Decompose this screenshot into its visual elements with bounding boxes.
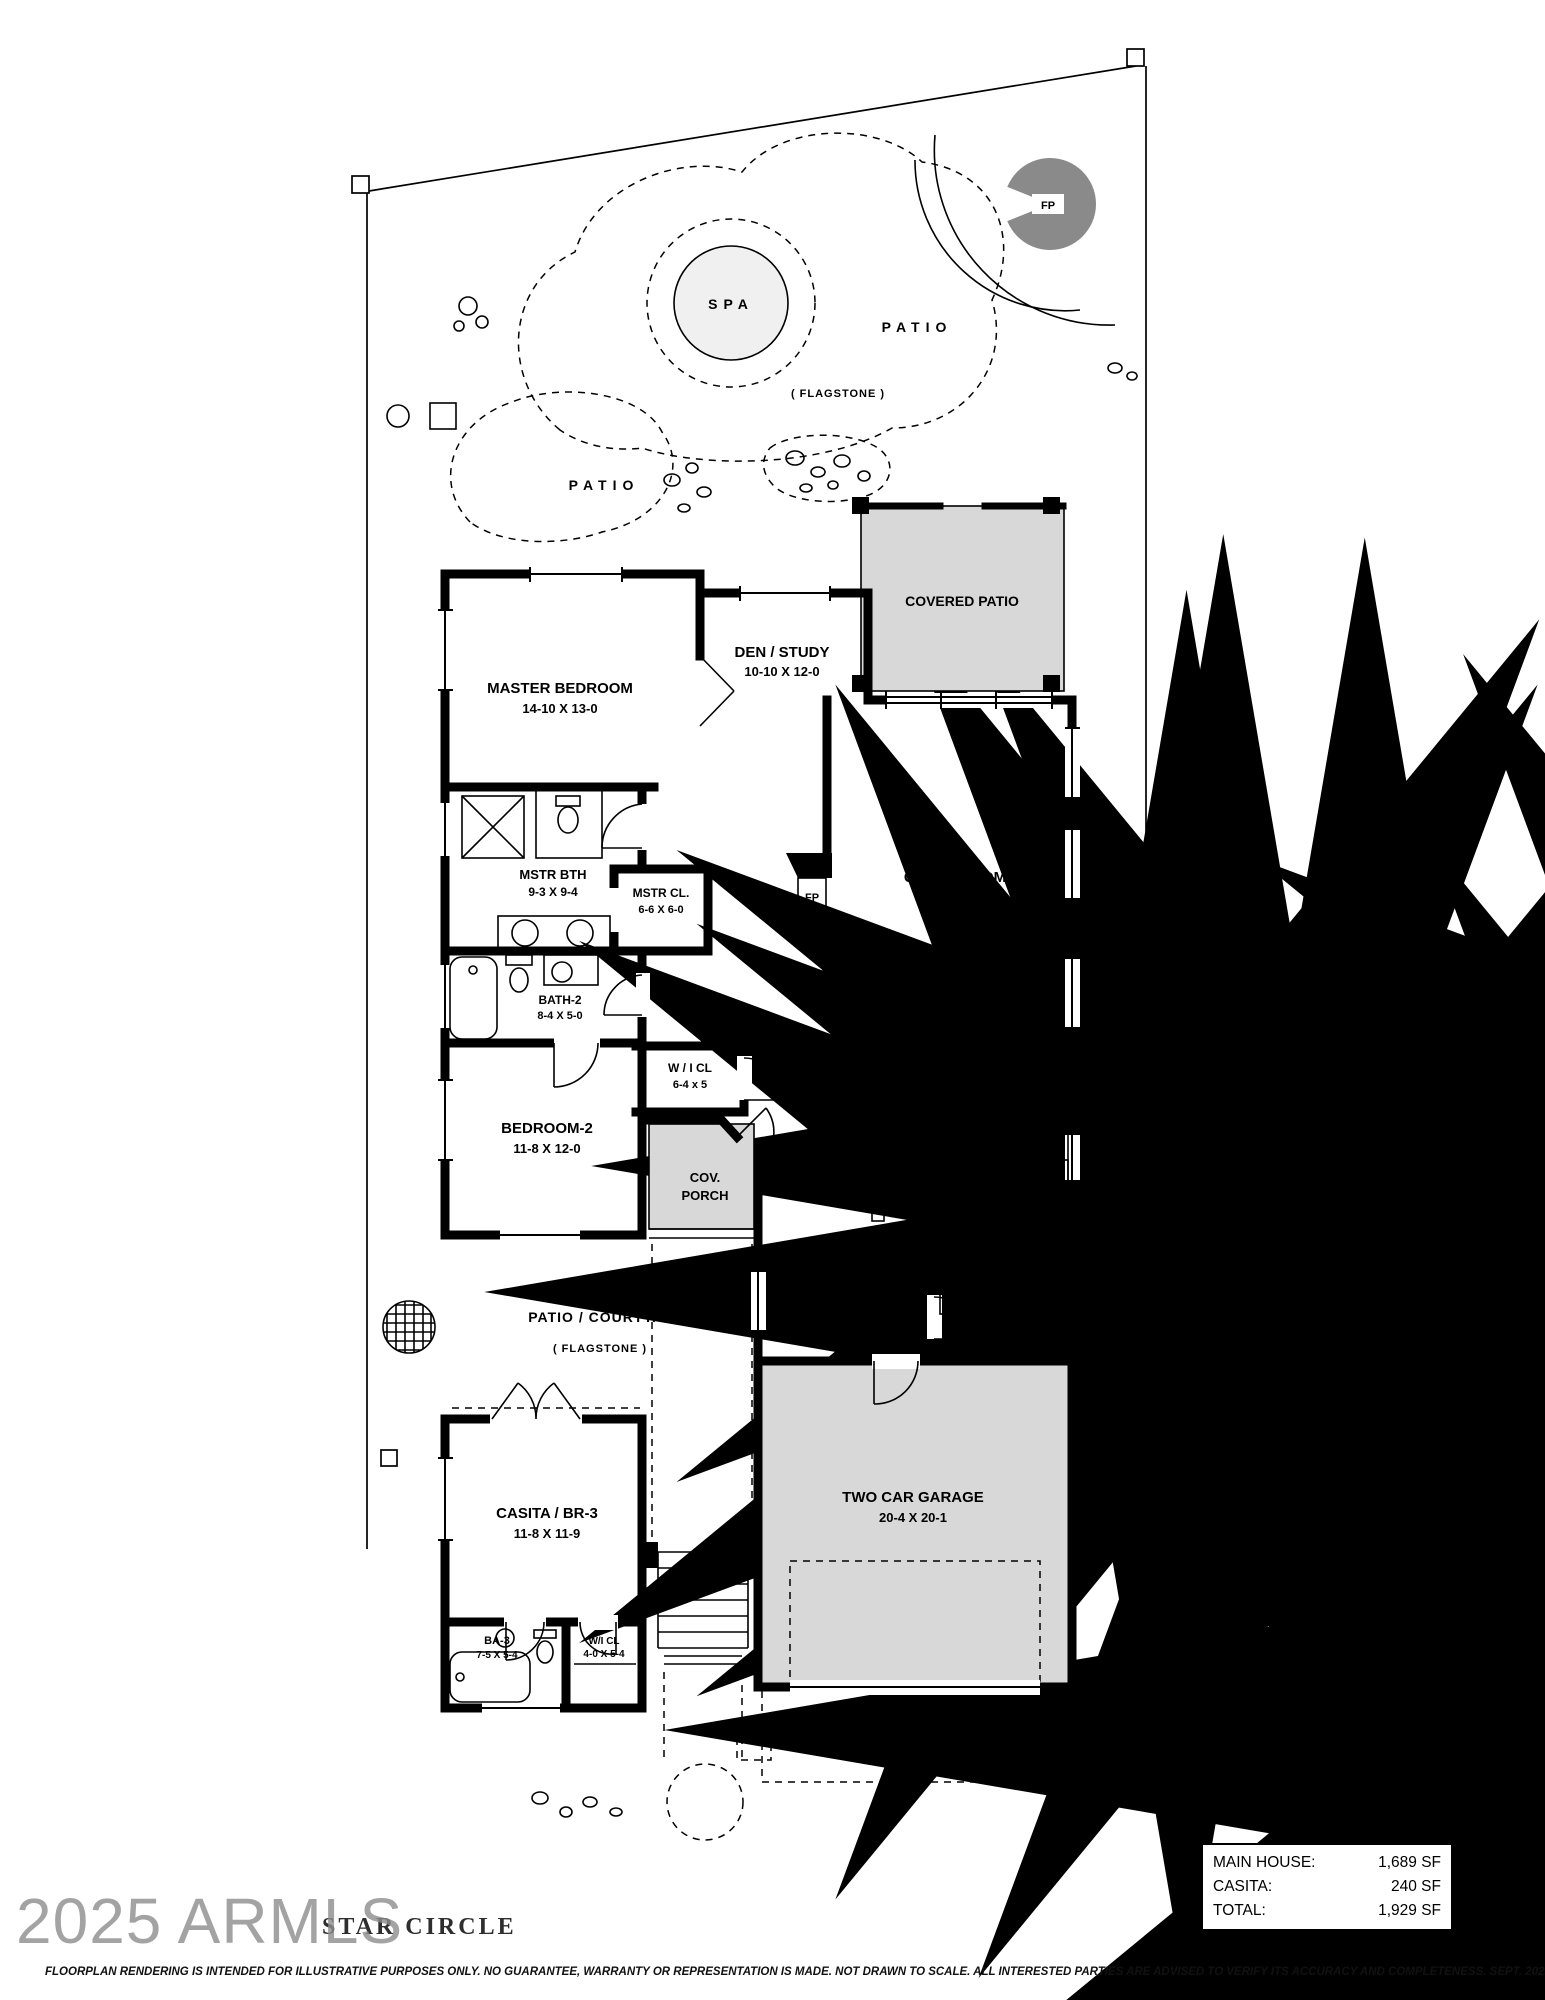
spa <box>646 218 816 388</box>
address-text: STAR CIRCLE <box>322 1914 517 1940</box>
label-bedroom2-dims: 11-8 X 12-0 <box>513 1141 580 1156</box>
fireplace-great-room <box>786 853 832 940</box>
survey-marker-left <box>380 1449 398 1467</box>
label-den-study-dims: 10-10 X 12-0 <box>744 664 819 679</box>
label-wi-cl-3: W/I CL <box>588 1636 619 1647</box>
label-bath2-dims: 8-4 X 5-0 <box>537 1010 582 1022</box>
label-patio-upper-sub: ( FLAGSTONE ) <box>791 388 885 400</box>
label-patio-left: PATIO <box>569 477 640 493</box>
label-garage: TWO CAR GARAGE <box>842 1489 984 1506</box>
label-den-study: DEN / STUDY <box>734 644 829 661</box>
disclaimer-text: FLOORPLAN RENDERING IS INTENDED FOR ILLU… <box>45 1966 1545 1978</box>
label-wi-cl-hall: W / I CL <box>668 1061 712 1075</box>
label-casita: CASITA / BR-3 <box>496 1505 598 1522</box>
covered-patio-floor <box>861 506 1064 691</box>
label-cov-porch-2: PORCH <box>682 1188 729 1203</box>
table-row: TOTAL: 1,929 SF <box>1213 1899 1441 1923</box>
pebbles <box>453 296 1219 1825</box>
label-garage-dims: 20-4 X 20-1 <box>879 1510 947 1525</box>
labels: SPA PATIO ( FLAGSTONE ) PATIO FP COVERED… <box>476 200 1055 1661</box>
sf-label: CASITA: <box>1213 1878 1273 1896</box>
garage-floor <box>762 1365 1068 1683</box>
label-great-room: GREAT ROOM <box>904 869 1006 886</box>
label-ba3: BA-3 <box>484 1635 510 1647</box>
label-wi-cl-hall-dims: 6-4 x 5 <box>673 1079 707 1091</box>
label-water-heater: WH <box>1040 1342 1054 1352</box>
doors <box>491 655 976 1661</box>
label-firepit: FP <box>1041 200 1055 212</box>
label-spa: SPA <box>708 296 754 312</box>
label-mstr-cl-dims: 6-6 X 6-0 <box>638 904 683 916</box>
survey-marker-topright <box>1126 48 1145 67</box>
label-covered-patio: COVERED PATIO <box>905 593 1019 609</box>
label-mstr-bth: MSTR BTH <box>519 867 586 882</box>
sf-label: TOTAL: <box>1213 1902 1266 1920</box>
landscape <box>382 132 1545 2000</box>
label-courtyard-sub: ( FLAGSTONE ) <box>553 1343 647 1355</box>
label-patio-upper: PATIO <box>882 319 953 335</box>
sf-label: MAIN HOUSE: <box>1213 1854 1316 1871</box>
courtyard-table <box>382 1300 436 1354</box>
table-row: CASITA: 240 SF <box>1213 1875 1441 1899</box>
survey-marker-topleft <box>351 175 370 194</box>
table-row: MAIN HOUSE: 1,689 SF <box>1213 1851 1441 1875</box>
label-master-bedroom-dims: 14-10 X 13-0 <box>522 701 597 716</box>
fixtures <box>449 789 1069 1703</box>
label-laundry-dims: 8-4 X 5-9 <box>981 1303 1023 1314</box>
label-master-bedroom: MASTER BEDROOM <box>487 680 633 697</box>
label-bath2: BATH-2 <box>538 993 581 1007</box>
square-footage-table: MAIN HOUSE: 1,689 SF CASITA: 240 SF TOTA… <box>1201 1843 1453 1932</box>
label-kitchen: KITCHEN <box>916 1151 978 1167</box>
label-kitchen-dims: 16-0 X 10-0 <box>913 1170 981 1185</box>
label-brkfs-nook: BRKFS NOOK <box>805 1271 899 1287</box>
label-casita-dims: 11-8 X 11-9 <box>514 1526 581 1541</box>
label-courtyard: PATIO / COURTYARD <box>528 1309 686 1325</box>
armls-watermark: 2025 ARMLS <box>16 1885 404 1957</box>
sf-value: 240 SF <box>1391 1878 1441 1896</box>
label-great-room-dims: 15-10 X 23-9 <box>917 890 992 905</box>
label-entry: ENTRY <box>789 1072 837 1088</box>
label-wi-cl-3-dims: 4-0 X 5-4 <box>583 1649 625 1660</box>
label-laundry: LAUNDRY <box>975 1288 1029 1300</box>
door-gaps <box>490 804 942 1630</box>
sf-value: 1,929 SF <box>1378 1902 1441 1920</box>
windows <box>438 567 1080 1716</box>
gray-zones <box>648 505 1068 1683</box>
label-brkfs-nook-dims: 11-1 X 11-8 <box>819 1290 886 1305</box>
label-bedroom2: BEDROOM-2 <box>501 1120 593 1137</box>
sf-value: 1,689 SF <box>1378 1854 1441 1871</box>
label-dining: DINING <box>948 987 997 1003</box>
label-fp-great-room: FP <box>805 892 819 904</box>
label-ba3-dims: 7-5 X 5-4 <box>476 1650 518 1661</box>
label-mstr-cl: MSTR CL. <box>633 886 690 900</box>
label-cov-porch-1: COV. <box>690 1170 721 1185</box>
label-mstr-bth-dims: 9-3 X 9-4 <box>528 885 578 899</box>
fire-pit <box>914 134 1116 326</box>
